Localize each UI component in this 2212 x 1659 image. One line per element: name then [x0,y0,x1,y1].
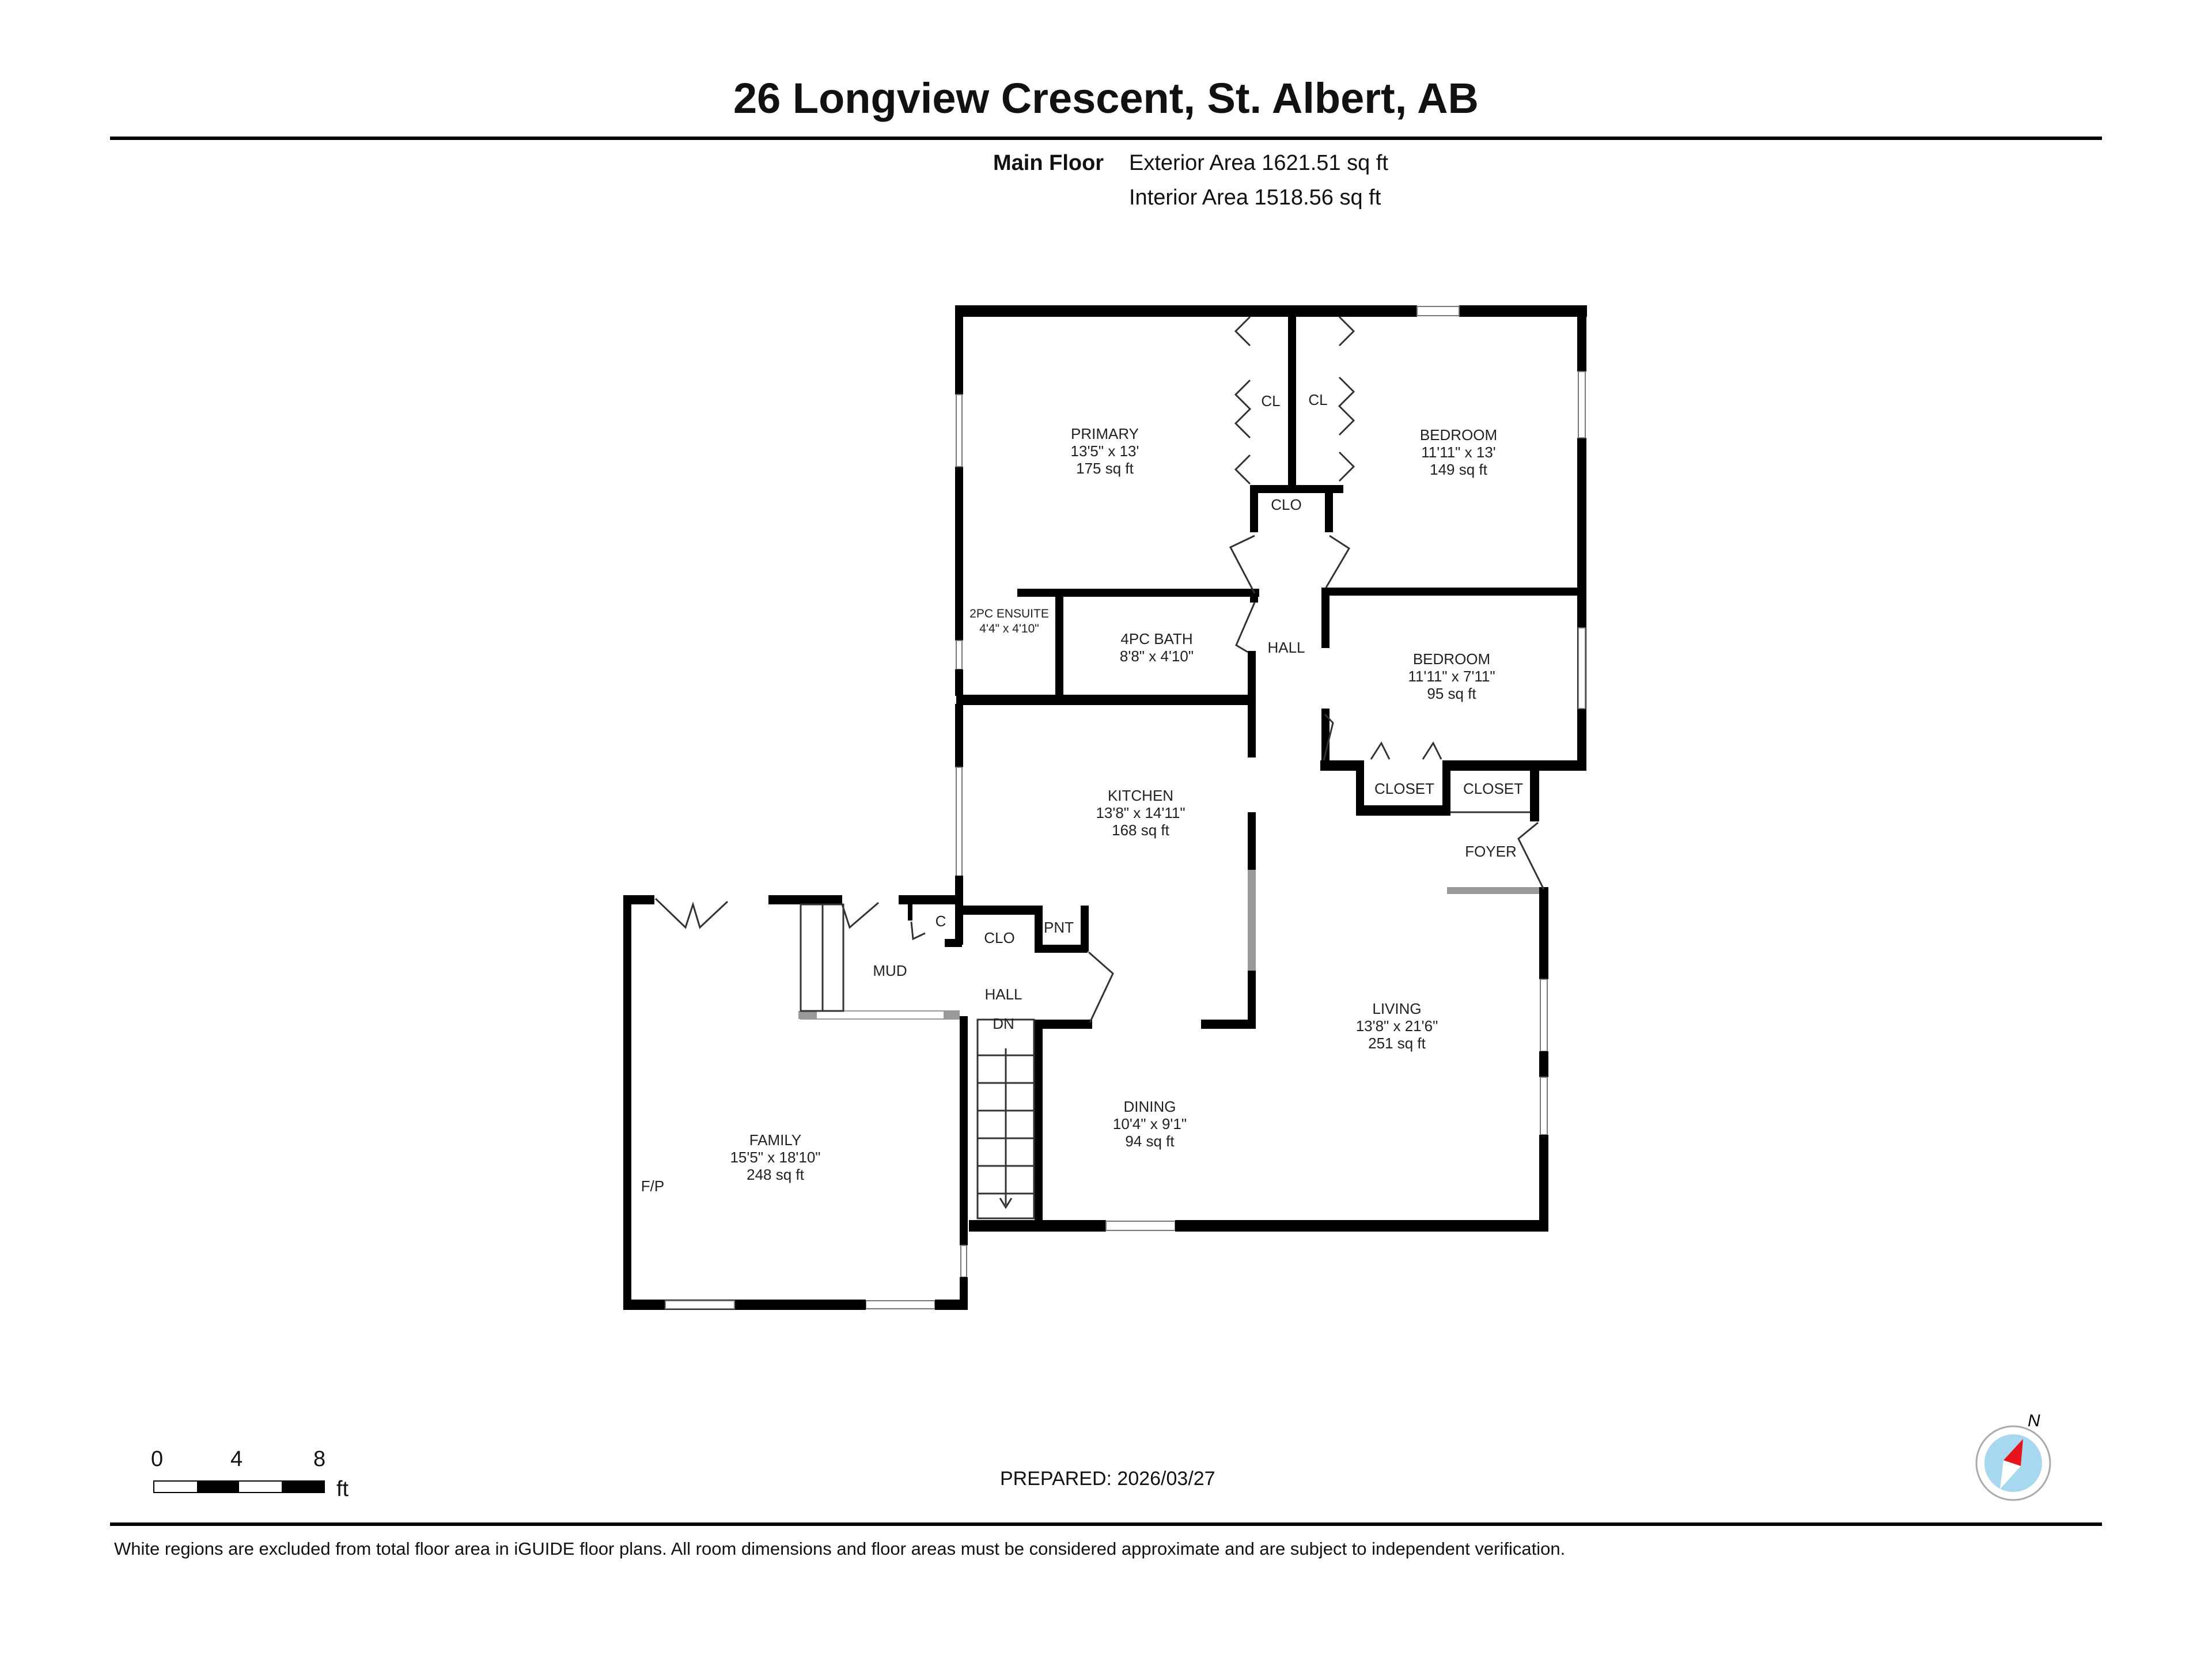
living-name: LIVING [1372,1000,1421,1017]
clo-mud-label: CLO [984,929,1014,946]
scale-unit: ft [336,1477,349,1501]
mud-label: MUD [873,962,907,979]
closet-label-left: CL [1261,392,1280,410]
disclaimer-text: White regions are excluded from total fl… [114,1539,1566,1559]
hall-label-top: HALL [1267,639,1305,656]
family-area: 248 sq ft [747,1166,805,1183]
room-labels: PRIMARY 13'5" x 13' 175 sq ft BEDROOM 11… [641,391,1523,1195]
dining-area: 94 sq ft [1125,1132,1175,1150]
living-dims: 13'8" x 21'6" [1356,1017,1438,1035]
compass-north-label: N [2028,1411,2040,1430]
dining-dims: 10'4" x 9'1" [1113,1115,1187,1132]
stairs-down-label: DN [993,1015,1014,1032]
bedroom2-dims: 11'11" x 7'11" [1408,668,1495,685]
pantry-label: PNT [1044,919,1074,936]
closet-label-b: CLOSET [1463,780,1523,797]
bedroom2-area: 95 sq ft [1427,685,1476,702]
floor-label: Main Floor [993,151,1104,175]
closet-label-a: CLOSET [1374,780,1434,797]
foyer-label: FOYER [1465,843,1517,860]
living-area: 251 sq ft [1368,1035,1426,1052]
scale-tick-8: 8 [313,1447,326,1471]
primary-name: PRIMARY [1071,425,1139,442]
kitchen-name: KITCHEN [1108,787,1173,804]
primary-dims: 13'5" x 13' [1071,442,1139,460]
header-divider [110,137,2102,140]
bath-dims: 8'8" x 4'10" [1120,647,1194,665]
clo-label-top: CLO [1271,496,1301,513]
exterior-area: Exterior Area 1621.51 sq ft [1129,151,1388,175]
ensuite-name: 2PC ENSUITE [969,607,1049,620]
doors-and-stairs [654,316,1545,1219]
walls [623,305,1587,1310]
primary-area: 175 sq ft [1076,460,1134,477]
bedroom1-area: 149 sq ft [1430,461,1488,478]
page-title: 26 Longview Crescent, St. Albert, AB [733,74,1479,122]
closet-label-right: CL [1308,391,1327,408]
bath-name: 4PC BATH [1120,630,1192,647]
kitchen-area: 168 sq ft [1112,821,1170,839]
family-dims: 15'5" x 18'10" [730,1149,820,1166]
c-label: C [935,912,946,930]
dining-name: DINING [1124,1098,1176,1115]
interior-area: Interior Area 1518.56 sq ft [1129,185,1381,210]
scale-tick-4: 4 [230,1447,243,1471]
ensuite-dims: 4'4" x 4'10" [979,622,1039,635]
prepared-date: PREPARED: 2026/03/27 [1000,1468,1215,1490]
scale-tick-0: 0 [151,1447,164,1471]
compass-icon: N [1975,1411,2051,1501]
footer-divider [110,1522,2102,1526]
fireplace-label: F/P [641,1177,664,1195]
family-name: FAMILY [749,1131,802,1149]
bedroom2-name: BEDROOM [1413,650,1490,668]
hall-label-mud: HALL [984,986,1022,1003]
kitchen-dims: 13'8" x 14'11" [1096,804,1185,821]
bedroom1-dims: 11'11" x 13' [1421,444,1496,461]
bedroom1-name: BEDROOM [1420,426,1497,444]
scale-bar-graphic [153,1480,325,1493]
